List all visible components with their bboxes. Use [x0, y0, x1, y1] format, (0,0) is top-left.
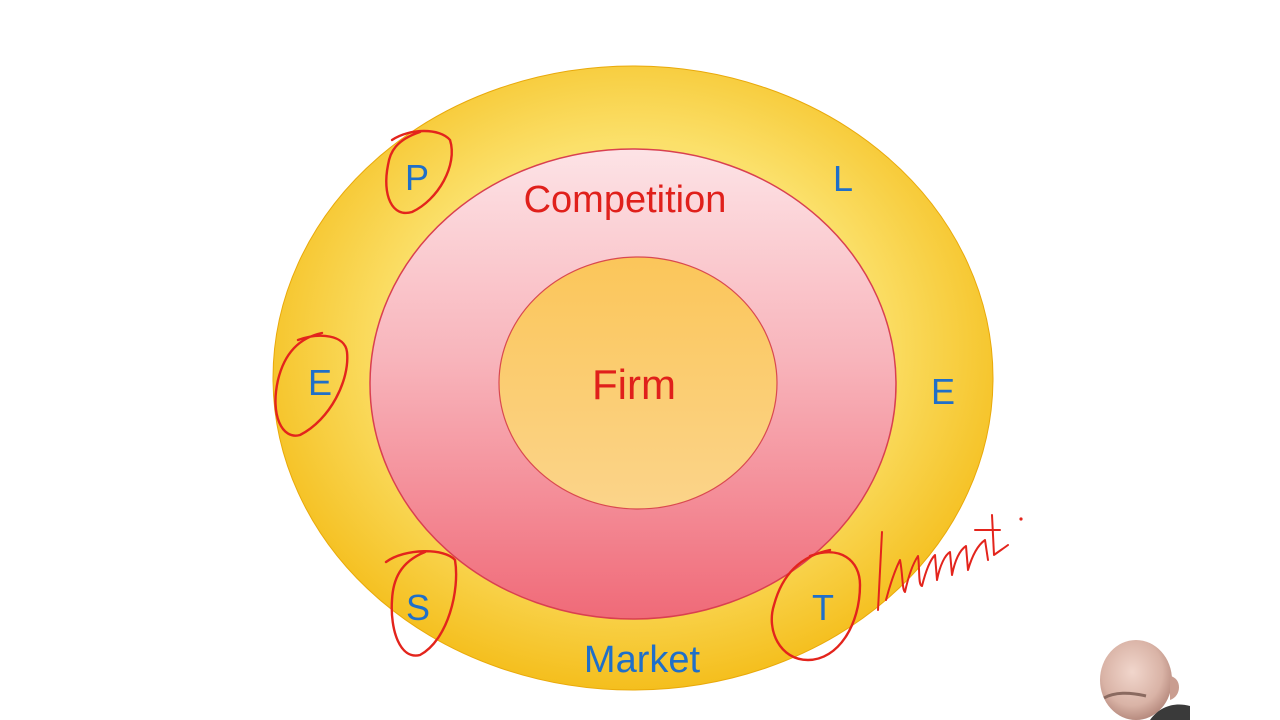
handwritten-scribble [877, 514, 1009, 611]
annotation-circles [274, 129, 862, 662]
pestle-economic-letter: E [308, 362, 332, 403]
pestle-technological-letter: T [812, 587, 834, 628]
presenter-ear [1170, 676, 1179, 700]
presenter-webcam-thumbnail [1100, 640, 1190, 720]
handwritten-dot [1019, 517, 1023, 521]
market-label: Market [584, 639, 701, 681]
annotation-circle-social [384, 550, 458, 657]
pestle-political-letter: P [405, 157, 429, 198]
firm-ellipse [498, 256, 778, 510]
firm-label: Firm [592, 361, 676, 408]
competition-label: Competition [524, 179, 727, 221]
presenter-shoulder [1150, 704, 1190, 720]
annotation-circle-economic [274, 331, 349, 437]
presenter-head [1100, 640, 1172, 720]
presenter-brow-shadow [1103, 691, 1147, 700]
annotation-circle-political [385, 129, 453, 215]
handwritten-annotation [877, 514, 1023, 611]
pestle-environmental-letter: E [931, 371, 955, 412]
annotation-circle-technological [770, 548, 862, 662]
pestle-social-letter: S [406, 587, 430, 628]
pestle-legal-letter: L [833, 158, 853, 199]
